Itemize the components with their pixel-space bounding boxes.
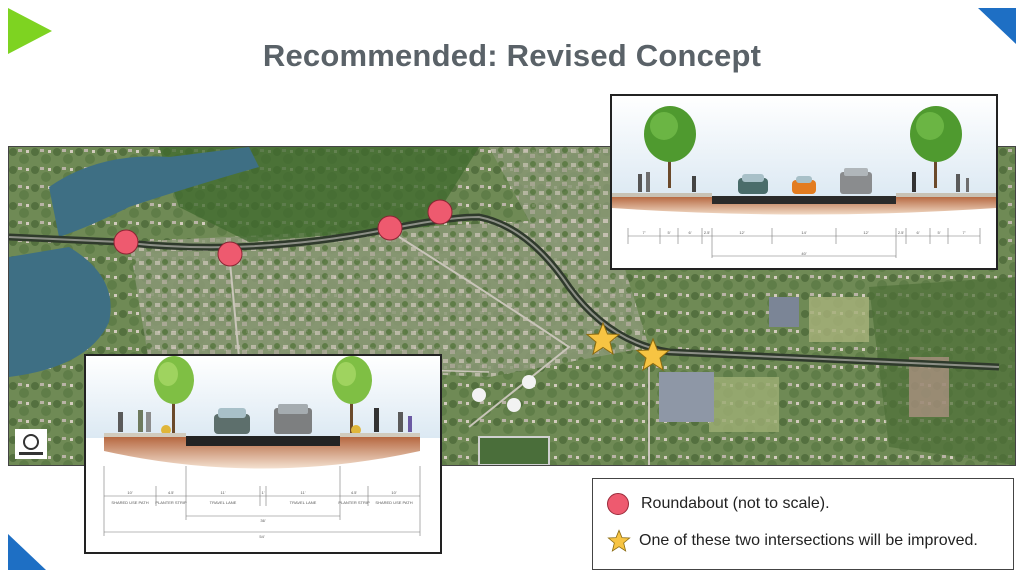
- legend-item-roundabout: Roundabout (not to scale).: [607, 493, 830, 515]
- roundabout-marker: [113, 229, 139, 255]
- dim-label: TRAVEL LANE: [209, 500, 237, 505]
- page-title: Recommended: Revised Concept: [262, 38, 762, 73]
- legend-box: Roundabout (not to scale). One of these …: [592, 478, 1014, 570]
- intersection-star-marker: [585, 321, 621, 356]
- cross-section-small-graphic: [612, 96, 996, 258]
- dim-label: 1': [261, 490, 265, 495]
- dim-label: 7': [962, 230, 966, 235]
- intersection-star-marker: [635, 337, 671, 372]
- dim-label: 12': [863, 230, 869, 235]
- dim-label: 2.5': [703, 230, 711, 235]
- dim-label: 7': [642, 230, 646, 235]
- dim-total-label: 54': [259, 534, 265, 539]
- dim-label: 14': [801, 230, 807, 235]
- dim-total-label: 40': [801, 251, 807, 256]
- dim-label: 11': [300, 490, 306, 495]
- dim-label: 4.5': [350, 490, 358, 495]
- legend-label: One of these two intersections will be i…: [639, 532, 978, 549]
- cross-section-small: 7' 5' 6' 2.5' 12' 14' 12' 2.5' 6' 5' 7' …: [610, 94, 998, 270]
- dim-label: SHARED USE PATH: [111, 500, 149, 505]
- cross-section-large-graphic: [86, 356, 440, 536]
- dim-label: 2.5': [897, 230, 905, 235]
- dim-label: 6': [688, 230, 692, 235]
- dim-label: SHARED USE PATH: [375, 500, 413, 505]
- dim-label: 5': [937, 230, 941, 235]
- roundabout-marker: [427, 199, 453, 225]
- legend-label: Roundabout (not to scale).: [641, 495, 830, 512]
- dim-label: 6': [916, 230, 920, 235]
- dim-label: 12': [739, 230, 745, 235]
- legend-item-intersection: One of these two intersections will be i…: [607, 529, 978, 553]
- star-icon: [607, 529, 631, 552]
- dim-label: TRAVEL LANE: [289, 500, 317, 505]
- corner-triangle-top-left: [8, 8, 52, 54]
- corner-triangle-bottom-left: [8, 534, 46, 570]
- dim-total-label: 36': [260, 518, 266, 523]
- dim-label: 4.5': [167, 490, 175, 495]
- roundabout-icon: [607, 493, 629, 515]
- dim-label: 10': [127, 490, 133, 495]
- corner-triangle-top-right: [978, 8, 1016, 44]
- dim-label: 5': [667, 230, 671, 235]
- dim-label: 11': [220, 490, 226, 495]
- roundabout-marker: [217, 241, 243, 267]
- dim-label: PLANTER STRIP: [155, 500, 187, 505]
- dim-label: PLANTER STRIP: [338, 500, 370, 505]
- dim-label: 10': [391, 490, 397, 495]
- cross-section-large: 10' 4.5' 11' 1' 11' 4.5' 10' SHARED USE …: [84, 354, 442, 554]
- roundabout-marker: [377, 215, 403, 241]
